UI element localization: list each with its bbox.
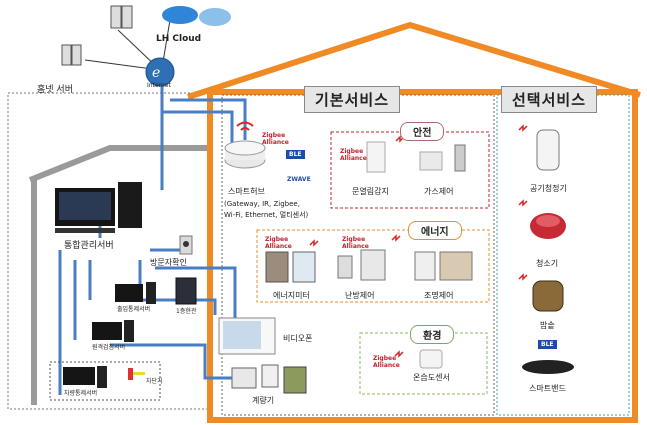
home-net-server-label: 홈넷 서버 xyxy=(37,85,73,95)
parking-server-label: 차량통제서버 xyxy=(64,390,98,397)
energy-meter-label: 에너지미터 xyxy=(273,291,310,300)
meter-label: 계량기 xyxy=(252,396,275,405)
internet-label: Internet xyxy=(147,82,171,89)
rice-cooker-label: 밥솥 xyxy=(540,321,555,330)
safety-tag: 안전 xyxy=(400,122,445,141)
lh-cloud-label: LH Cloud xyxy=(156,34,202,44)
heating-control-label: 난방제어 xyxy=(345,291,375,300)
ble-badge: BLE xyxy=(286,150,305,159)
door-sensor-label: 문열림감지 xyxy=(352,187,389,196)
smart-hub-desc-1: (Gateway, IR, Zigbee, xyxy=(224,200,300,208)
environment-tag: 환경 xyxy=(410,325,455,344)
temp-humidity-sensor-label: 온습도센서 xyxy=(413,373,450,382)
smart-hub-label: 스마트허브 xyxy=(228,187,265,196)
smart-band-label: 스마트밴드 xyxy=(529,384,566,393)
svg-text:e: e xyxy=(152,65,160,81)
access-server-label: 출입통제서버 xyxy=(117,306,151,313)
energy-tag: 에너지 xyxy=(408,221,462,240)
gas-control-label: 가스제어 xyxy=(424,187,454,196)
smart-hub-desc-2: Wi-Fi, Ethernet, 멀티센서) xyxy=(224,211,309,219)
ble-badge: BLE xyxy=(538,340,557,349)
breaker-label: 차단기 xyxy=(146,378,163,385)
visitor-check-label: 방문자확인 xyxy=(150,258,187,267)
optional-services-header: 선택서비스 xyxy=(501,86,598,113)
air-purifier-label: 공기청정기 xyxy=(530,184,567,193)
zwave-badge: ZWAVE xyxy=(287,176,311,183)
vacuum-label: 청소기 xyxy=(536,259,559,268)
integrated-server-label: 통합관리서버 xyxy=(64,238,114,251)
entrance-label: 1층현관 xyxy=(176,308,197,315)
remote-meter-server-label: 원격검침서버 xyxy=(92,344,126,351)
basic-services-header: 기본서비스 xyxy=(304,86,401,113)
video-phone-label: 비디오폰 xyxy=(283,334,313,343)
lighting-control-label: 조명제어 xyxy=(424,291,454,300)
